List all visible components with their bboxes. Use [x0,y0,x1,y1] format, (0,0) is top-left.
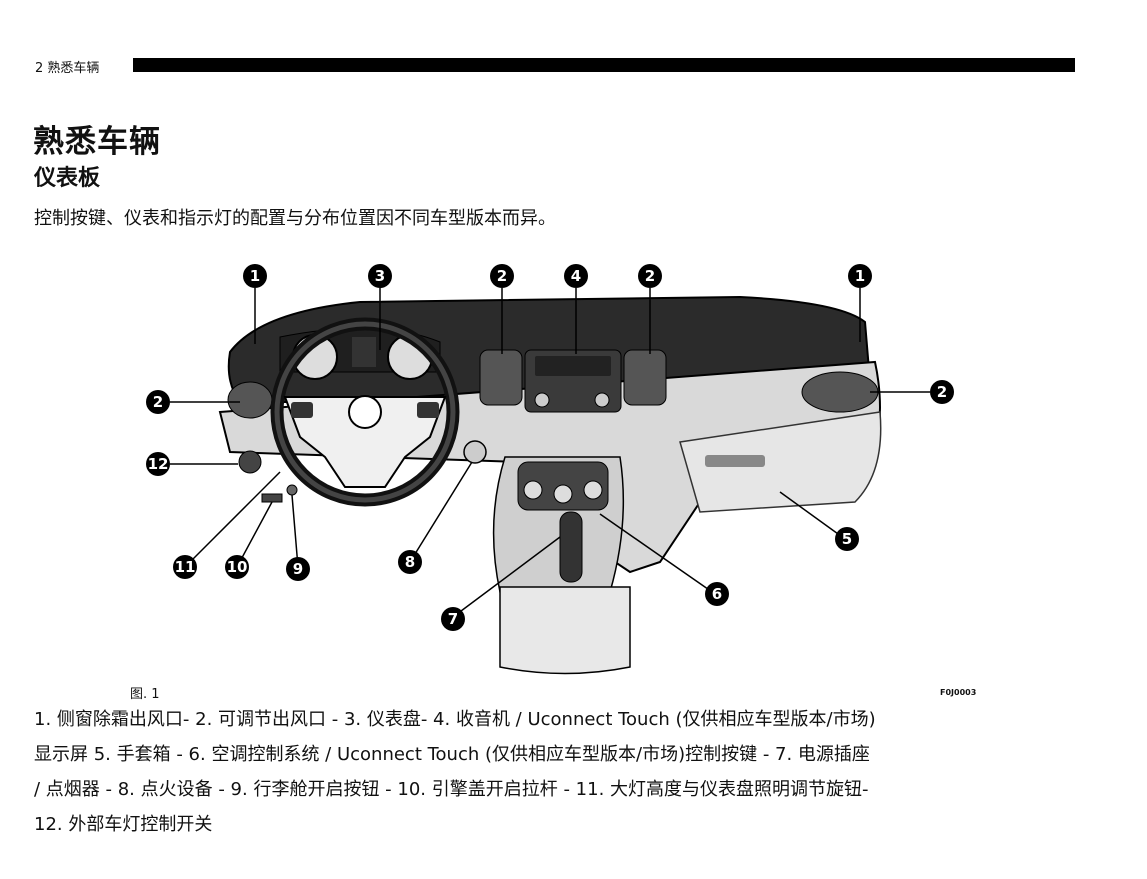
leader-lines [170,288,930,618]
legend-line: 1. 侧窗除霜出风口- 2. 可调节出风口 - 3. 仪表盘- 4. 收音机 /… [34,709,876,730]
callout-5: 5 [835,527,859,551]
ignition [463,440,487,464]
callout-9: 9 [286,557,310,581]
glove-box-handle [705,455,765,467]
callout-6: 6 [705,582,729,606]
radio-display [535,356,611,376]
callout-number: 5 [842,530,852,548]
gear-lever [559,511,583,583]
legend-line: 12. 外部车灯控制开关 [34,814,213,835]
callout-number: 7 [448,610,458,628]
legend-line: / 点烟器 - 8. 点火设备 - 9. 行李舱开启按钮 - 10. 引擎盖开启… [34,779,869,800]
climate-knob-right [583,480,603,500]
cluster-display [352,337,376,367]
intro-text: 控制按键、仪表和指示灯的配置与分布位置因不同车型版本而异。 [34,208,556,229]
callout-number: 2 [497,267,507,285]
callout-2-center-left: 2 [490,264,514,288]
center-vent-left [479,349,523,406]
center-vent-right [623,349,667,406]
callout-number: 2 [645,267,655,285]
callout-number: 3 [375,267,385,285]
legend-line: 显示屏 5. 手套箱 - 6. 空调控制系统 / Uconnect Touch … [34,744,870,765]
left-vent [227,381,273,419]
wheel-buttons-left [291,402,313,418]
callout-number: 12 [148,455,169,473]
figure-legend: 1. 侧窗除霜出风口- 2. 可调节出风口 - 3. 仪表盘- 4. 收音机 /… [34,702,1084,842]
callout-2-center-right: 2 [638,264,662,288]
armrest [499,586,631,675]
steering-logo [348,395,382,429]
glove-box [679,411,882,513]
callout-number: 2 [153,393,163,411]
callout-number: 1 [855,267,865,285]
right-vent [801,371,879,413]
light-switch [238,450,262,474]
callout-3: 3 [368,264,392,288]
callout-10: 10 [225,555,249,579]
climate-knob-left [523,480,543,500]
callout-number: 4 [571,267,581,285]
figure-code: F0J0003 [940,688,977,697]
callout-1-top-left: 1 [243,264,267,288]
radio-knob-right [594,392,610,408]
climate-knob-center [553,484,573,504]
dashboard-figure: 1 3 2 4 2 1 2 2 12 11 10 9 8 7 6 5 [140,262,960,682]
header-bar [133,58,1075,72]
trunk-button [286,484,298,496]
callout-4: 4 [564,264,588,288]
figure-caption: 图. 1 [130,687,160,702]
steering-wheel-inner [274,321,456,503]
section-title: 仪表板 [34,166,101,191]
callout-7: 7 [441,607,465,631]
steering-hub [283,396,447,488]
callout-2-right: 2 [930,380,954,404]
running-header: 2 熟悉车辆 [35,55,1075,77]
callout-number: 1 [250,267,260,285]
callout-number: 10 [227,558,248,576]
callout-number: 11 [175,558,196,576]
callout-number: 9 [293,560,303,578]
callout-12: 12 [146,452,170,476]
radio-knob-left [534,392,550,408]
callout-11: 11 [173,555,197,579]
hood-release [261,493,283,503]
chapter-title: 熟悉车辆 [33,124,161,160]
dashboard-illustration: 1 3 2 4 2 1 2 2 12 11 10 9 8 7 6 5 [146,264,954,675]
callout-2-left: 2 [146,390,170,414]
page-label: 2 熟悉车辆 [35,61,100,76]
wheel-buttons-right [417,402,439,418]
callout-1-top-right: 1 [848,264,872,288]
callout-8: 8 [398,550,422,574]
callout-number: 8 [405,553,415,571]
callout-number: 6 [712,585,722,603]
callout-number: 2 [937,383,947,401]
